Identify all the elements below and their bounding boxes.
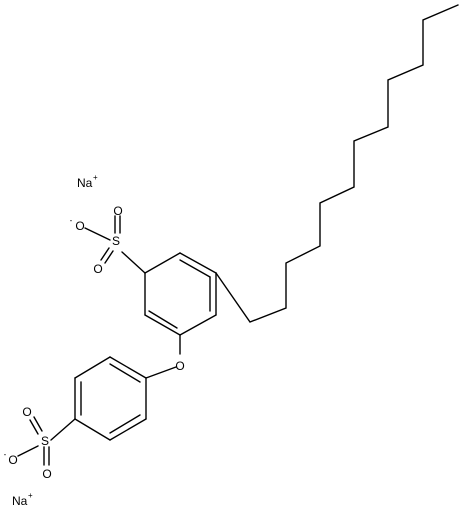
lower-sulfur-label: S — [41, 434, 49, 448]
chain-bonds — [215, 4, 459, 323]
c-s-bond — [121, 251, 146, 274]
ring-bond — [74, 356, 111, 379]
ring-bond — [109, 356, 147, 379]
ether-linkage — [145, 334, 181, 379]
central-benzene-ring — [144, 252, 217, 336]
lower-sulfonate-group — [17, 416, 76, 466]
ring-bond — [144, 314, 181, 336]
upper-sulfonyl-oxygen-bottom: O — [93, 262, 102, 276]
ring-double-bond — [179, 259, 211, 278]
sodium-lower-charge: + — [28, 491, 33, 500]
sodium-ion-lower: Na — [12, 494, 28, 508]
s-o-double-bond — [33, 416, 43, 432]
ether-oxygen-label: O — [175, 359, 184, 373]
upper-sulfonate-group — [84, 215, 146, 274]
s-o-single-bond — [17, 445, 39, 457]
lower-sulfonyl-oxygen-top: O — [22, 405, 31, 419]
s-o-double-bond — [100, 247, 110, 261]
ring-double-bond — [109, 414, 141, 434]
ring-double-bond — [148, 310, 178, 329]
s-o-double-bond — [104, 250, 114, 264]
atom-labels: O S O O O - S O O O - Na + Na + — [4, 173, 185, 508]
upper-sulfonyl-oxygen-top: O — [113, 204, 122, 218]
lower-sulfonate-oxygen-anion: O — [8, 453, 17, 467]
s-o-single-bond — [84, 227, 111, 241]
s-o-double-bond — [29, 419, 39, 435]
ring-bond — [144, 252, 181, 274]
lower-sulfonyl-oxygen-bottom: O — [42, 467, 51, 481]
ring-double-bond — [109, 363, 141, 383]
ring-bond — [179, 252, 217, 274]
ring-bond — [109, 418, 147, 441]
ring-bond — [74, 418, 111, 441]
ether-bond — [145, 366, 177, 379]
dodecyl-chain — [215, 4, 459, 323]
upper-sulfur-label: S — [112, 234, 120, 248]
sodium-ion-upper: Na — [77, 176, 93, 190]
ring-bond — [179, 314, 217, 336]
upper-sulfonate-oxygen-anion: O — [75, 219, 84, 233]
lower-oxygen-charge: - — [4, 450, 7, 459]
upper-oxygen-charge: - — [70, 216, 73, 225]
sodium-upper-charge: + — [93, 173, 98, 182]
c-s-bond — [50, 418, 76, 441]
lower-benzene-ring — [74, 356, 147, 441]
